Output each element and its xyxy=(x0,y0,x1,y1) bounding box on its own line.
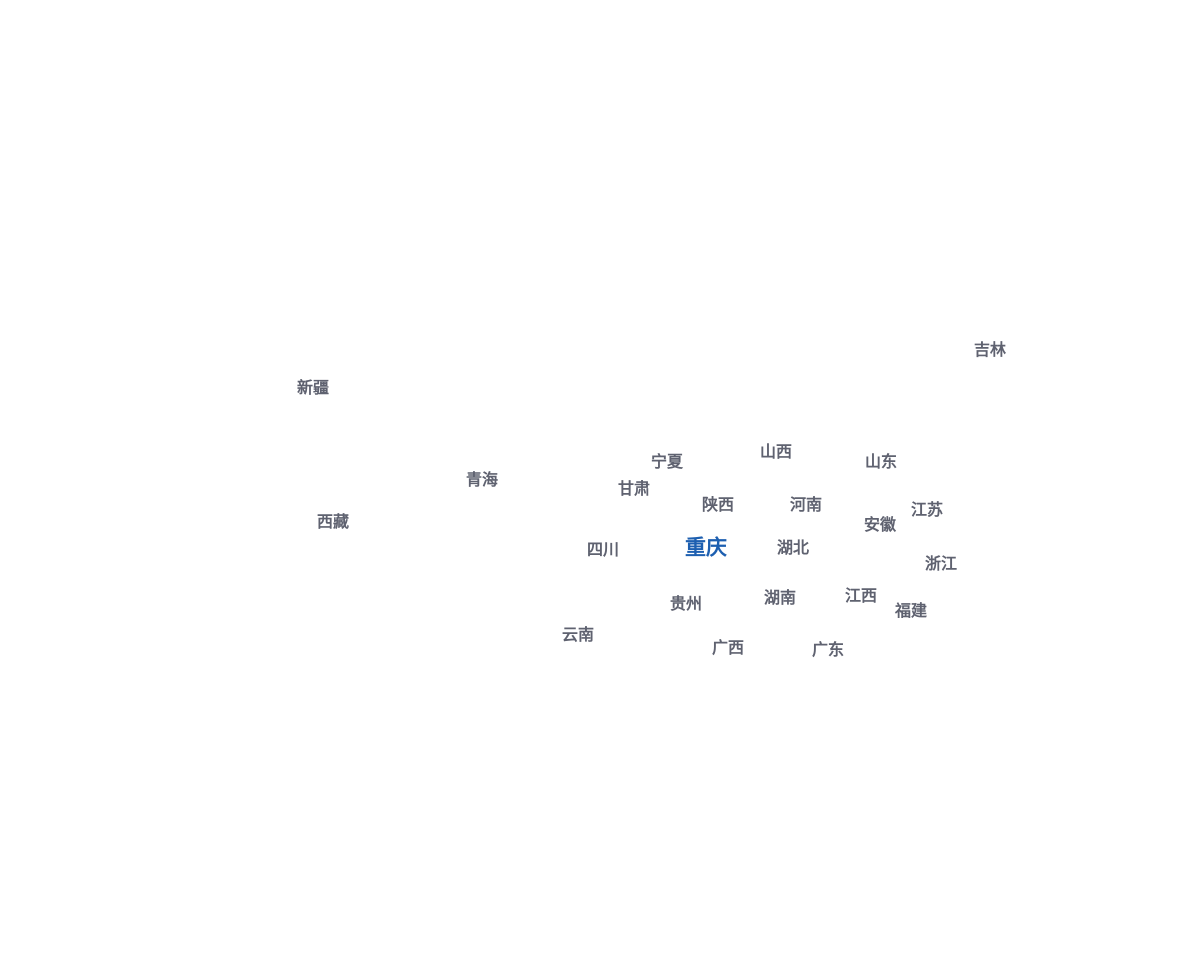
province-label-sichuan[interactable]: 四川 xyxy=(586,540,620,559)
province-label-jiangsu[interactable]: 江苏 xyxy=(910,500,944,519)
province-label-jiangxi[interactable]: 江西 xyxy=(844,586,878,605)
province-label-qinghai[interactable]: 青海 xyxy=(465,470,499,489)
province-label-hunan[interactable]: 湖南 xyxy=(763,588,797,607)
province-label-guizhou[interactable]: 贵州 xyxy=(669,594,703,613)
province-label-fujian[interactable]: 福建 xyxy=(894,601,928,620)
province-label-yunnan[interactable]: 云南 xyxy=(561,625,595,644)
province-label-henan[interactable]: 河南 xyxy=(789,495,823,514)
province-label-ningxia[interactable]: 宁夏 xyxy=(650,452,684,471)
province-label-shandong[interactable]: 山东 xyxy=(864,452,898,471)
province-label-gansu[interactable]: 甘肃 xyxy=(617,479,651,498)
province-label-zhejiang[interactable]: 浙江 xyxy=(924,554,958,573)
province-label-jilin[interactable]: 吉林 xyxy=(973,340,1007,359)
province-label-chongqing[interactable]: 重庆 xyxy=(685,535,727,560)
province-label-shaanxi[interactable]: 陕西 xyxy=(701,495,735,514)
province-label-anhui[interactable]: 安徽 xyxy=(863,515,897,534)
province-label-xinjiang[interactable]: 新疆 xyxy=(296,378,330,397)
province-label-xizang[interactable]: 西藏 xyxy=(316,512,350,531)
province-label-shanxi[interactable]: 山西 xyxy=(759,442,793,461)
province-label-guangxi[interactable]: 广西 xyxy=(711,638,745,657)
province-label-guangdong[interactable]: 广东 xyxy=(811,640,845,659)
province-label-hubei[interactable]: 湖北 xyxy=(776,538,810,557)
